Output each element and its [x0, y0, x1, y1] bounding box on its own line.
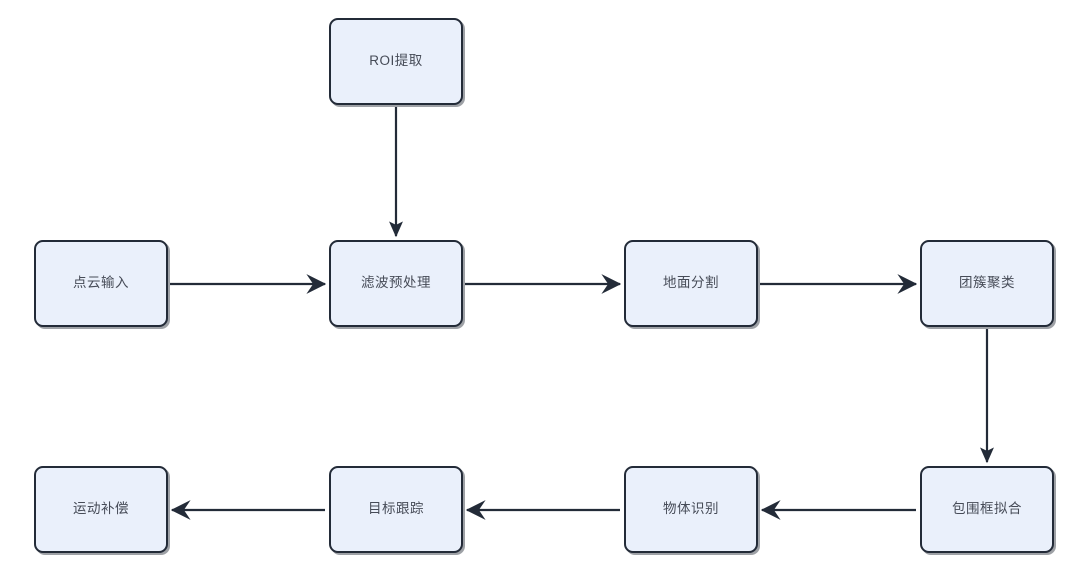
node-label: 目标跟踪: [368, 501, 424, 517]
node-roi-extraction[interactable]: ROI提取: [329, 18, 463, 105]
node-label: 团簇聚类: [959, 275, 1015, 291]
node-bounding-box-fitting[interactable]: 包围框拟合: [920, 466, 1054, 553]
node-label: ROI提取: [369, 53, 423, 69]
node-ground-segmentation[interactable]: 地面分割: [624, 240, 758, 327]
node-label: 滤波预处理: [361, 275, 431, 291]
node-cluster-grouping[interactable]: 团簇聚类: [920, 240, 1054, 327]
node-label: 运动补偿: [73, 501, 129, 517]
node-filter-preprocessing[interactable]: 滤波预处理: [329, 240, 463, 327]
node-motion-compensation[interactable]: 运动补偿: [34, 466, 168, 553]
node-object-recognition[interactable]: 物体识别: [624, 466, 758, 553]
node-label: 点云输入: [73, 275, 129, 291]
node-label: 地面分割: [663, 275, 719, 291]
node-label: 物体识别: [663, 501, 719, 517]
node-target-tracking[interactable]: 目标跟踪: [329, 466, 463, 553]
node-label: 包围框拟合: [952, 501, 1022, 517]
node-point-cloud-input[interactable]: 点云输入: [34, 240, 168, 327]
